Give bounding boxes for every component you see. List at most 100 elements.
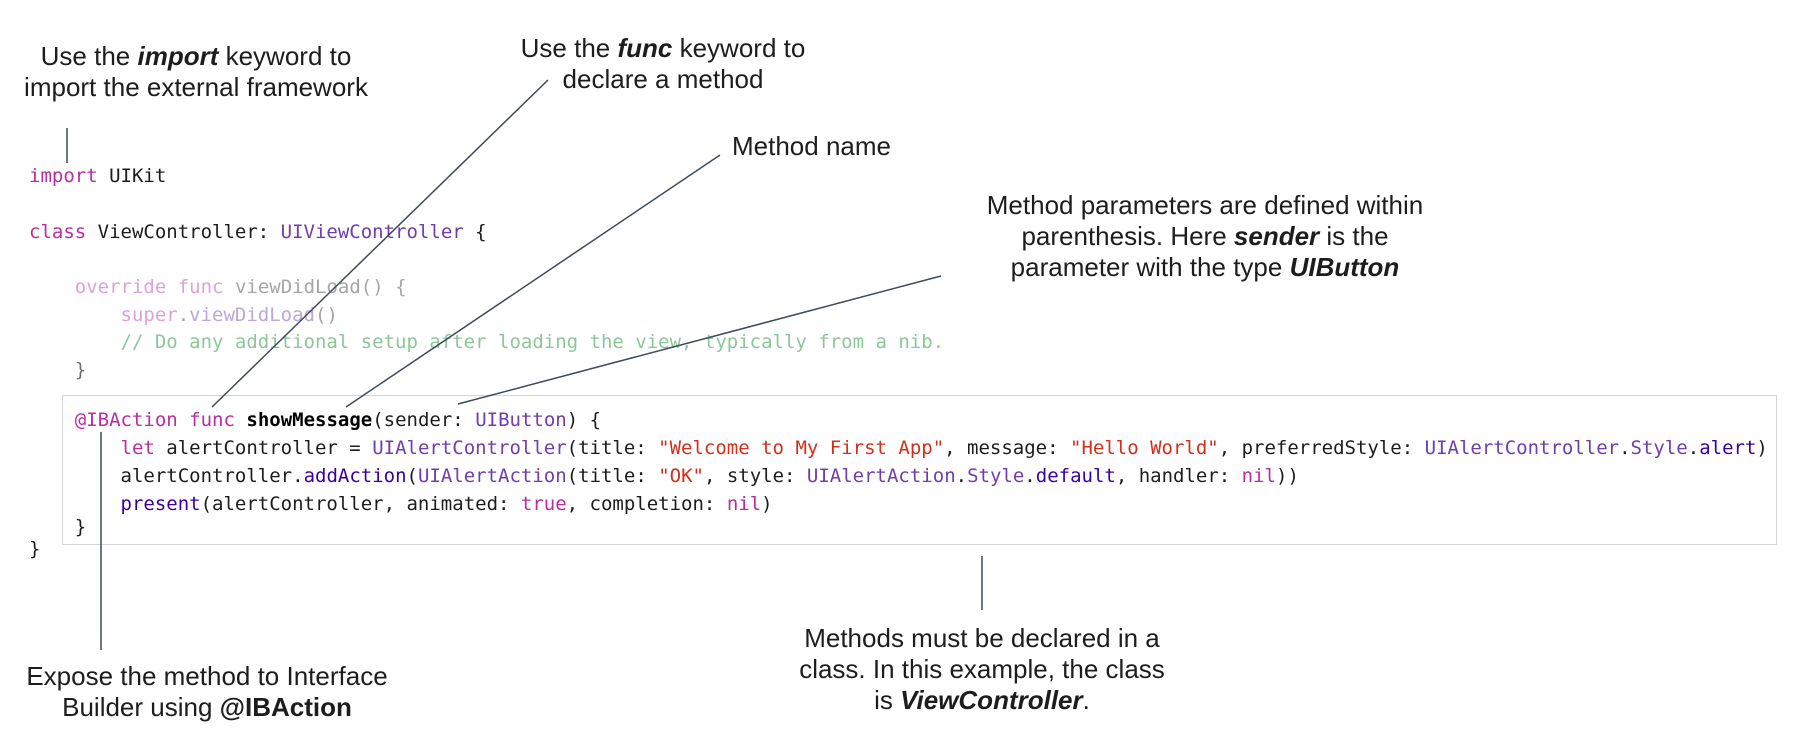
- code-token: viewDidLoad: [189, 304, 316, 326]
- text-segment: Method parameters are defined within: [986, 190, 1424, 220]
- code-token: UIButton: [475, 409, 567, 431]
- code-token: func: [177, 276, 224, 298]
- code-token: (sender:: [372, 409, 476, 431]
- code-token: (alertController, animated:: [200, 493, 521, 515]
- code-token: UIAlertAction: [806, 465, 956, 487]
- code-line: // Do any additional setup after loading…: [29, 328, 945, 356]
- code-token: [29, 409, 75, 431]
- code-token: default: [1035, 465, 1116, 487]
- text-segment: keyword to: [218, 41, 352, 71]
- code-token: ): [1756, 437, 1768, 459]
- code-token: [29, 304, 121, 326]
- code-line: }: [29, 356, 86, 384]
- code-token: true: [520, 493, 567, 515]
- code-token: viewDidLoad() {: [234, 276, 407, 298]
- code-token: , handler:: [1115, 465, 1242, 487]
- text-segment: is the: [1319, 221, 1389, 251]
- code-token: ) {: [566, 409, 602, 431]
- text-segment: ViewController: [900, 685, 1083, 715]
- text-segment: Method name: [732, 131, 891, 161]
- code-token: .: [955, 465, 968, 487]
- code-line: let alertController = UIAlertController(…: [29, 434, 1768, 462]
- code-token: nil: [726, 493, 762, 515]
- code-token: UIKit: [97, 165, 167, 187]
- text-segment: import: [137, 41, 219, 71]
- code-token: override: [74, 276, 167, 298]
- code-token: UIAlertController: [372, 437, 567, 459]
- code-token: nil: [1241, 465, 1276, 487]
- code-token: [29, 437, 121, 459]
- text-segment: sender: [1233, 221, 1320, 251]
- code-token: , preferredStyle:: [1218, 437, 1425, 459]
- text-line: is ViewController.: [772, 685, 1192, 716]
- text-segment: Expose the method to Interface: [26, 661, 388, 691]
- text-line: Use the import keyword to: [0, 41, 406, 72]
- text-line: parameter with the type UIButton: [945, 252, 1465, 283]
- code-token: Style: [967, 465, 1025, 487]
- code-token: )): [1276, 465, 1299, 487]
- text-segment: UIButton: [1289, 252, 1400, 282]
- code-token: , style:: [703, 465, 807, 487]
- code-token: let: [120, 437, 155, 459]
- code-token: alertController: [29, 465, 293, 487]
- code-token: }: [29, 516, 87, 538]
- code-token: ): [761, 493, 773, 515]
- text-line: class. In this example, the class: [772, 654, 1192, 685]
- text-line: Use the func keyword to: [483, 33, 843, 64]
- code-token: alert: [1699, 437, 1757, 459]
- code-token: , message:: [944, 437, 1070, 459]
- code-token: UIViewController: [280, 221, 464, 243]
- text-line: import the external framework: [0, 72, 406, 103]
- code-token: alertController =: [154, 437, 373, 459]
- text-line: Builder using @IBAction: [0, 692, 417, 723]
- text-segment: class. In this example, the class: [799, 654, 1165, 684]
- code-token: (title:: [566, 465, 659, 487]
- code-line: @IBAction func showMessage(sender: UIBut…: [29, 406, 601, 434]
- code-token: class: [29, 221, 87, 243]
- code-token: "Hello World": [1070, 437, 1219, 459]
- code-token: .: [1024, 465, 1036, 487]
- code-token: [224, 276, 235, 298]
- code-token: .: [1687, 437, 1700, 459]
- code-token: showMessage: [246, 409, 373, 431]
- code-token: [235, 409, 246, 431]
- text-line: Methods must be declared in a: [772, 623, 1192, 654]
- text-segment: import the external framework: [24, 72, 368, 102]
- text-line: Expose the method to Interface: [0, 661, 417, 692]
- text-segment: is: [874, 685, 901, 715]
- code-token: (title:: [566, 437, 659, 459]
- code-token: , completion:: [566, 493, 727, 515]
- code-token: [29, 276, 75, 298]
- code-token: super: [120, 304, 178, 326]
- code-line: override func viewDidLoad() {: [29, 273, 407, 301]
- code-token: .: [292, 465, 304, 487]
- text-segment: Methods must be declared in a: [804, 623, 1160, 653]
- code-line: present(alertController, animated: true,…: [29, 490, 773, 518]
- text-segment: declare a method: [562, 64, 764, 94]
- text-segment: .: [1082, 685, 1090, 715]
- text-segment: Use the: [520, 33, 618, 63]
- code-token: @IBAction: [74, 409, 178, 431]
- text-line: Method name: [732, 131, 972, 162]
- code-line: }: [29, 535, 40, 563]
- code-token: }: [29, 359, 87, 381]
- text-line: declare a method: [483, 64, 843, 95]
- code-token: UIAlertAction: [417, 465, 567, 487]
- code-token: "Welcome to My First App": [658, 437, 945, 459]
- code-token: // Do any additional setup after loading…: [120, 331, 945, 353]
- code-token: (): [315, 304, 338, 326]
- text-line: parenthesis. Here sender is the: [945, 221, 1465, 252]
- annotation-method-name-note: Method name: [732, 131, 972, 162]
- code-token: "OK": [658, 465, 704, 487]
- code-token: [29, 331, 121, 353]
- code-line: super.viewDidLoad(): [29, 301, 338, 329]
- code-token: present: [120, 493, 201, 515]
- code-token: Style: [1630, 437, 1688, 459]
- text-segment: Use the: [40, 41, 138, 71]
- text-segment: Builder using: [62, 692, 220, 722]
- text-segment: parenthesis. Here: [1021, 221, 1234, 251]
